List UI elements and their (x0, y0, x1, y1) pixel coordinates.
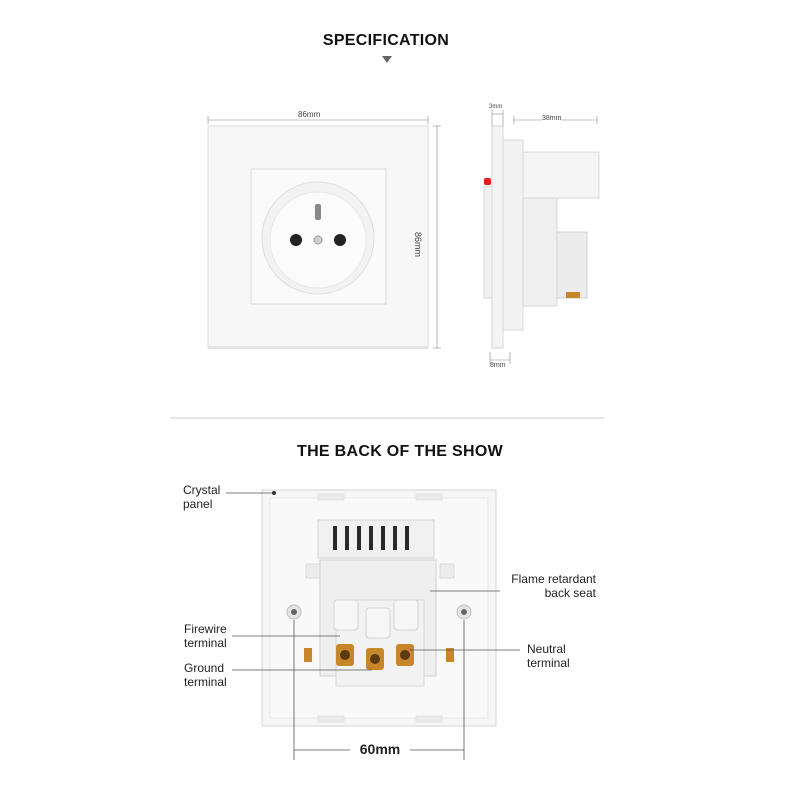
side-body-upper (522, 151, 600, 199)
chevron-down-icon (382, 56, 392, 63)
center-screw (313, 235, 323, 245)
side-bottom-step (483, 185, 493, 299)
indicator-light (484, 178, 491, 185)
panel-thickness-label: 3mm (489, 104, 503, 110)
back-view-socket (261, 489, 497, 727)
vent-slots (333, 526, 409, 550)
side-view-socket (483, 125, 600, 349)
back-section-title: THE BACK OF THE SHOW (297, 443, 503, 460)
side-body-front (502, 139, 524, 331)
spacing-dimension-label: 60mm (359, 741, 401, 757)
depth-dimension-label: 38mm (542, 115, 562, 122)
pin-hole-left (290, 234, 302, 246)
height-dimension-label: 86mm (413, 232, 423, 258)
side-terminal-brass (566, 292, 580, 298)
firewire-terminal-label: Firewire terminal (184, 622, 227, 650)
width-dimension-label: 86mm (298, 110, 321, 119)
side-terminal-block (556, 231, 588, 299)
neutral-terminal-label: Neutral terminal (527, 642, 570, 670)
base-dimension-label: 8mm (490, 362, 506, 369)
side-body-middle (522, 197, 558, 307)
side-plate (491, 125, 504, 349)
ground-terminal-label: Ground terminal (184, 661, 227, 689)
vent-block (317, 519, 435, 559)
front-view-socket (207, 125, 429, 349)
pin-hole-right (334, 234, 346, 246)
front-plate-shadow (208, 346, 428, 349)
spec-title: SPECIFICATION (322, 32, 450, 49)
flame-retardant-label: Flame retardant back seat (511, 572, 596, 600)
crystal-panel-label: Crystal panel (183, 483, 221, 511)
earth-pin (315, 204, 321, 220)
